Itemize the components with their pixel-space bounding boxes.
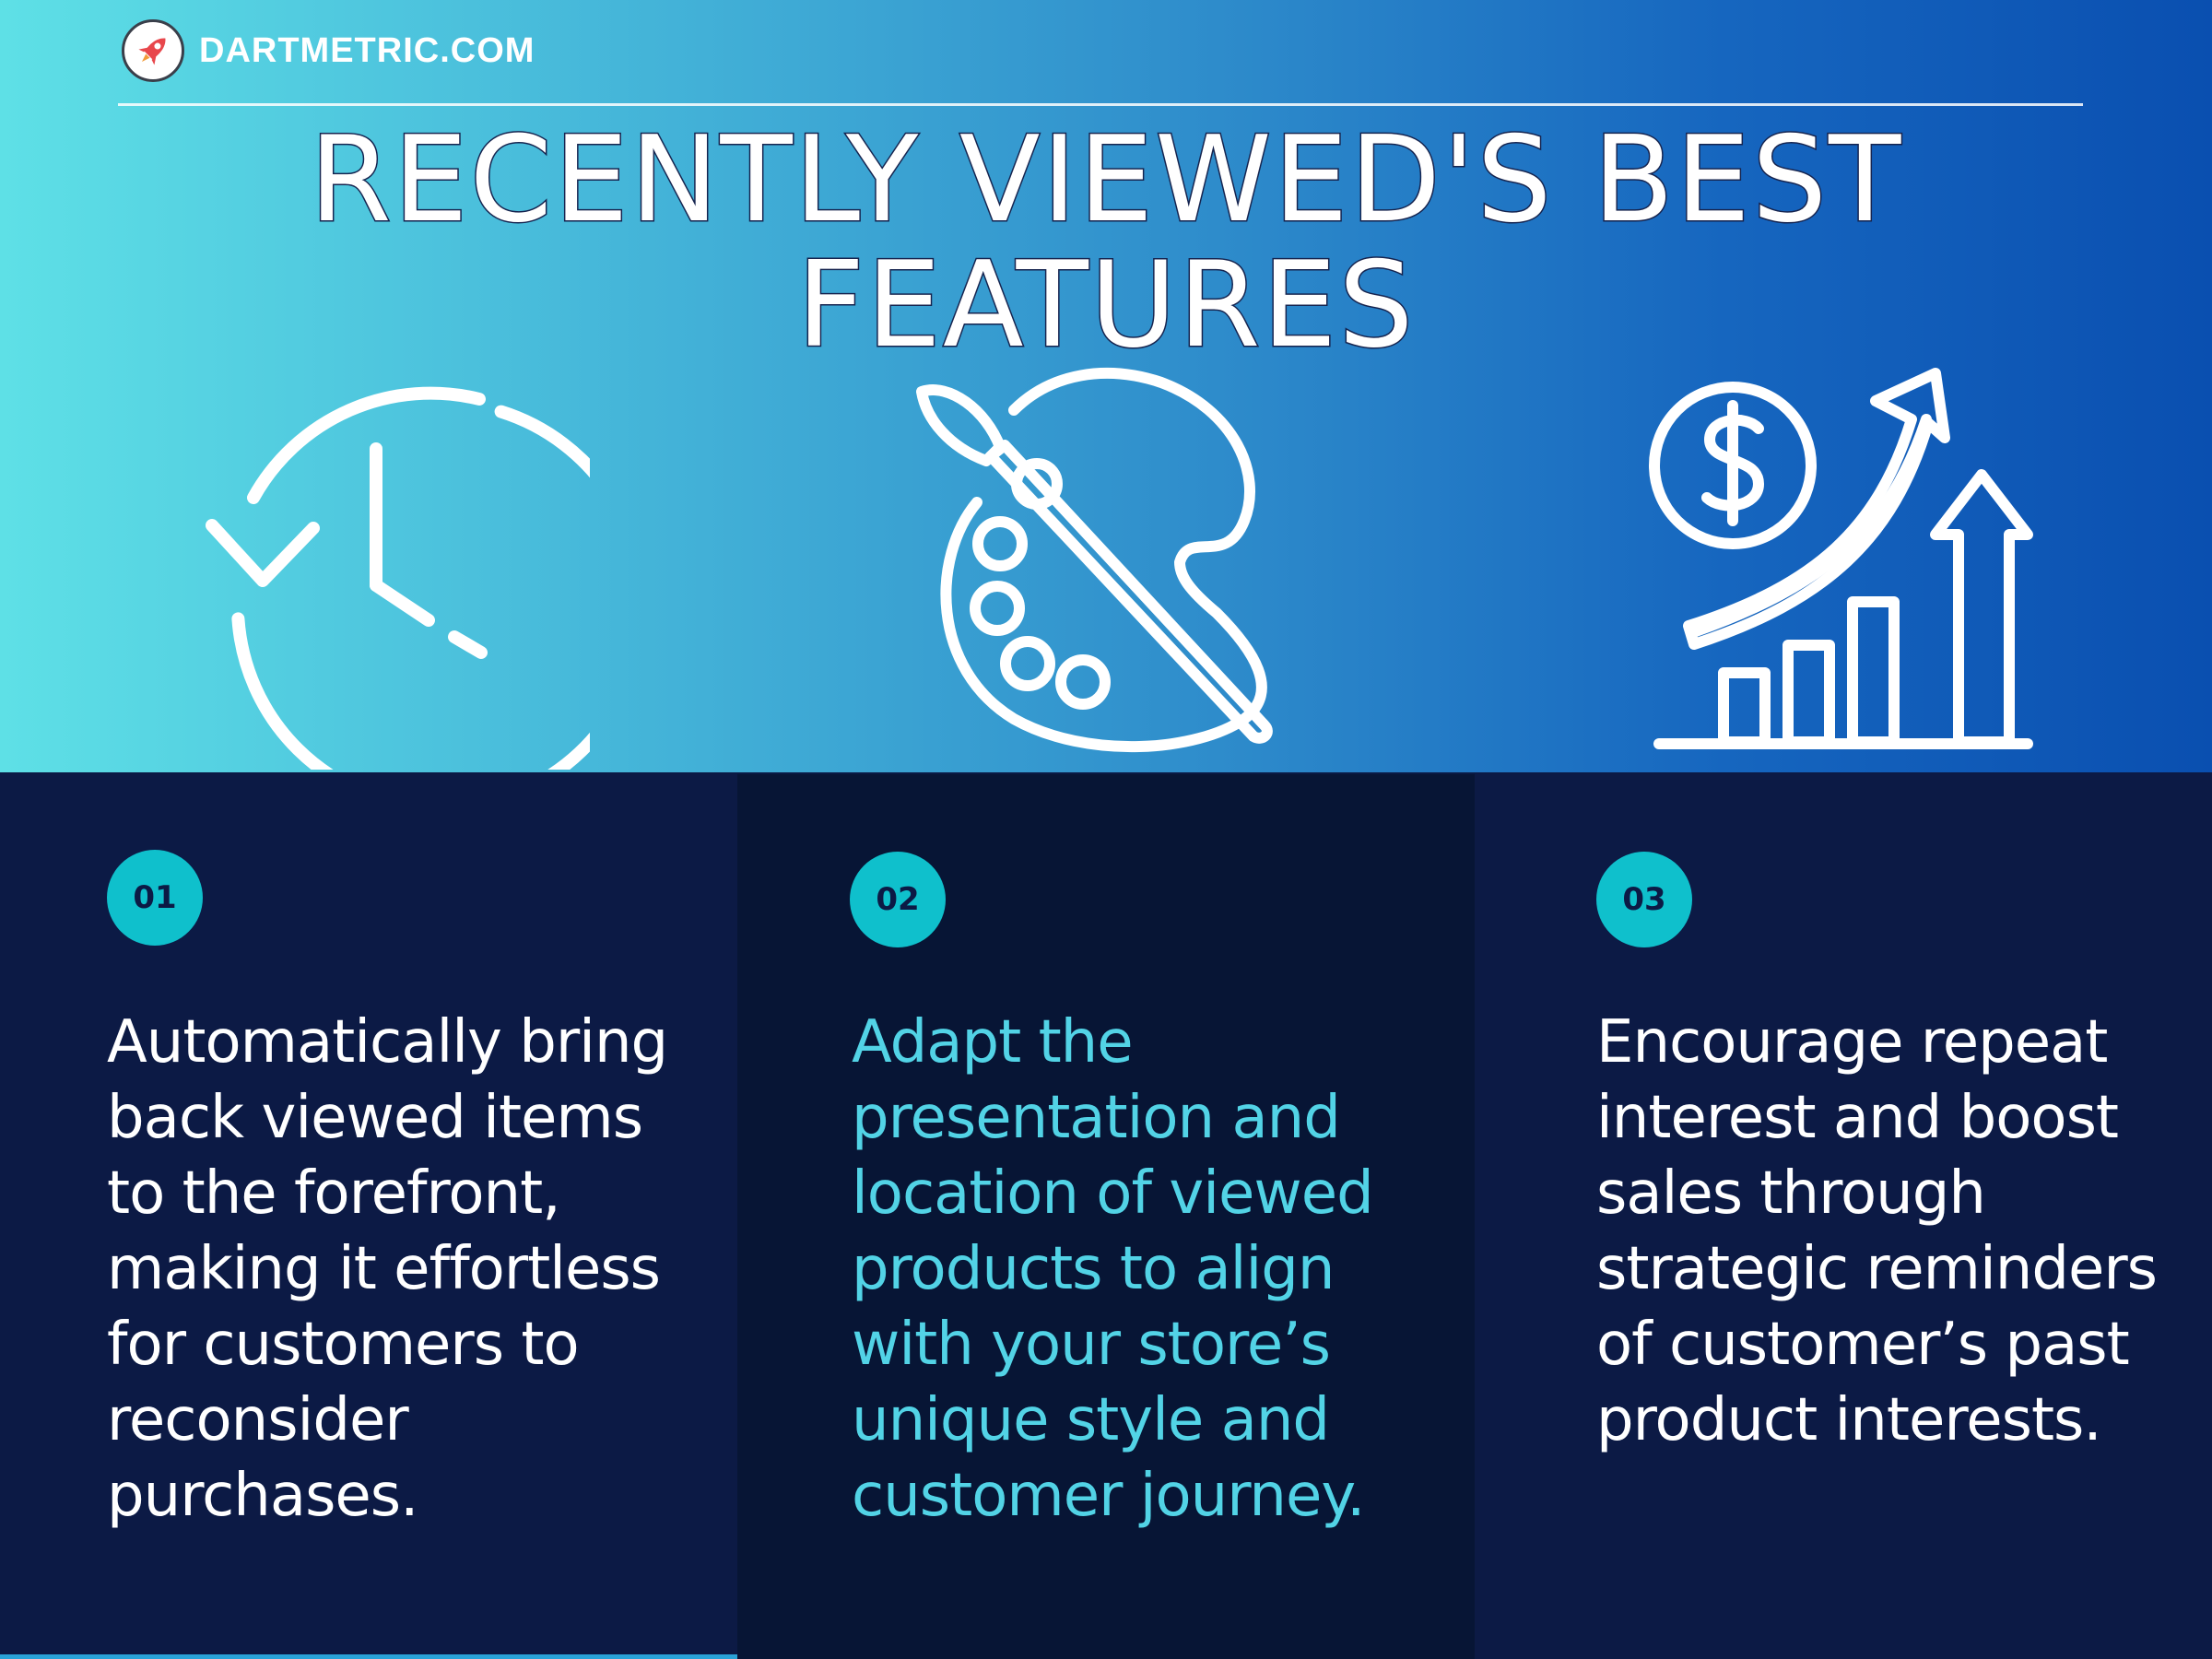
hero-banner: DARTMETRIC.COM RECENTLY VIEWED'S BEST FE…: [0, 0, 2212, 772]
page-title: RECENTLY VIEWED'S BEST FEATURES: [184, 112, 2028, 374]
brand[interactable]: DARTMETRIC.COM: [122, 18, 535, 83]
rocket-icon: [122, 19, 184, 82]
bottom-accent-line: [0, 1654, 737, 1659]
brand-name: DARTMETRIC.COM: [199, 30, 535, 70]
feature-description: Encourage repeat interest and boost sale…: [1596, 1008, 2158, 1454]
feature-card-3: 03 Encourage repeat interest and boost s…: [1475, 772, 2212, 1659]
feature-description: Adapt the presentation and location of v…: [852, 1008, 1374, 1530]
feature-number-badge: 02: [850, 852, 946, 947]
growth-chart-icon: [1641, 364, 2046, 760]
feature-card-1: 01 Automatically bring back viewed items…: [0, 772, 737, 1659]
feature-card-2: 02 Adapt the presentation and location o…: [737, 774, 1475, 1659]
title-line-1: RECENTLY VIEWED'S BEST: [308, 112, 1903, 249]
palette-brush-icon: [912, 364, 1281, 760]
feature-description: Automatically bring back viewed items to…: [107, 1008, 668, 1530]
feature-number-badge: 03: [1596, 852, 1692, 947]
history-clock-icon: [147, 364, 590, 770]
feature-number-badge: 01: [107, 850, 203, 946]
header-divider: [118, 103, 2083, 106]
title-line-2: FEATURES: [795, 237, 1416, 374]
